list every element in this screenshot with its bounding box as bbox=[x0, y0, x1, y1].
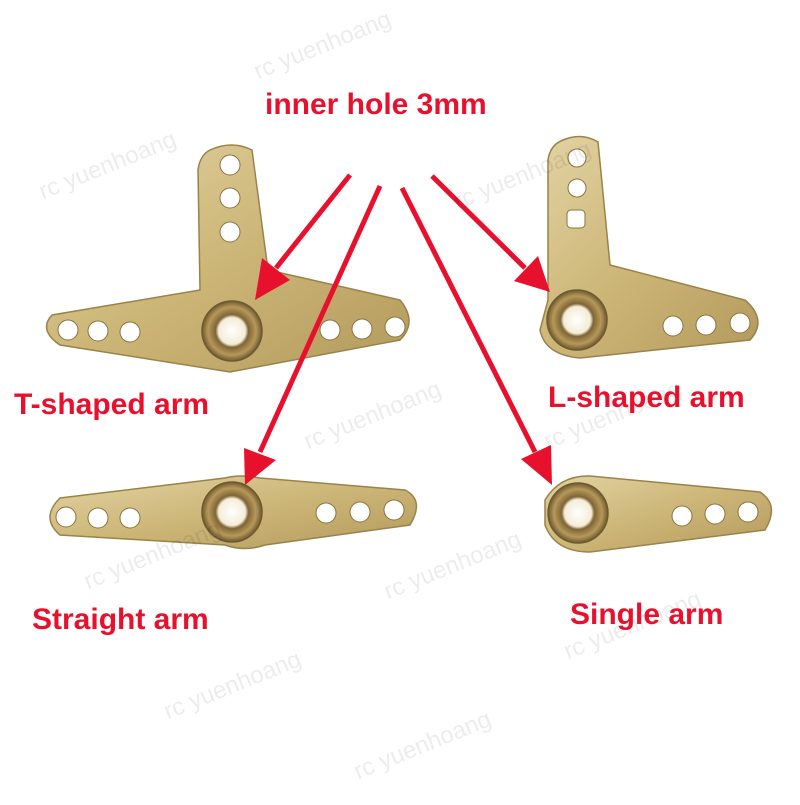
arrowhead-straight bbox=[244, 448, 276, 485]
arrowhead-single bbox=[521, 445, 552, 485]
pointer-arrows bbox=[244, 173, 552, 485]
straight-arm-label: Straight arm bbox=[32, 603, 209, 636]
l-shaped-arm bbox=[539, 135, 759, 359]
arrow-to-t-shaped bbox=[274, 173, 352, 270]
arrow-to-l-shaped bbox=[430, 174, 527, 270]
inner-hole-label: inner hole 3mm bbox=[265, 88, 487, 121]
arrowhead-l-shaped bbox=[514, 256, 550, 292]
single-arm bbox=[544, 475, 773, 553]
arrow-to-single bbox=[399, 186, 538, 454]
arrow-to-straight bbox=[257, 184, 383, 454]
single-arm-label: Single arm bbox=[570, 598, 724, 631]
arrowhead-t-shaped bbox=[255, 258, 290, 300]
t-shaped-arm bbox=[45, 144, 410, 373]
t-shaped-arm-label: T-shaped arm bbox=[14, 388, 210, 421]
straight-arm bbox=[49, 475, 418, 550]
l-shaped-arm-label: L-shaped arm bbox=[548, 381, 745, 414]
